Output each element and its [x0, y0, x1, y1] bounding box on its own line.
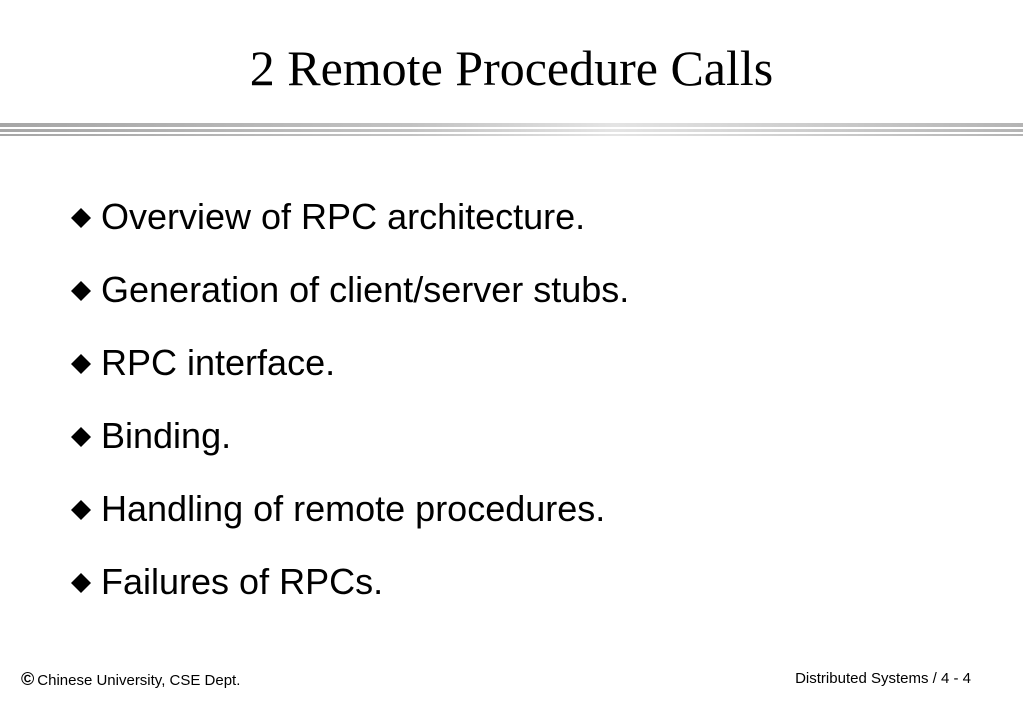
- page-title: 2 Remote Procedure Calls: [249, 40, 774, 96]
- diamond-bullet-icon: [70, 353, 92, 375]
- footer-copyright: ©Chinese University, CSE Dept.: [21, 668, 240, 692]
- list-item: Overview of RPC architecture.: [70, 180, 629, 253]
- diamond-bullet-icon: [70, 207, 92, 229]
- footer-page-info: Distributed Systems / 4 - 4: [795, 670, 971, 687]
- bullet-text: Generation of client/server stubs.: [101, 268, 630, 310]
- title-divider-line: [0, 134, 1023, 136]
- list-item: RPC interface.: [70, 326, 629, 399]
- bullet-text: Binding.: [101, 414, 232, 456]
- list-item: Failures of RPCs.: [70, 545, 629, 618]
- title-divider-line: [0, 129, 1023, 132]
- list-item: Handling of remote procedures.: [70, 472, 629, 545]
- copyright-symbol: ©: [21, 669, 35, 689]
- bullet-text: Handling of remote procedures.: [101, 487, 606, 529]
- bullet-text: Overview of RPC architecture.: [101, 195, 586, 237]
- bullet-text: Failures of RPCs.: [101, 560, 384, 602]
- diamond-bullet-icon: [70, 280, 92, 302]
- diamond-bullet-icon: [70, 426, 92, 448]
- title-divider-line: [0, 123, 1023, 127]
- bullet-list: Overview of RPC architecture. Generation…: [70, 180, 629, 618]
- diamond-bullet-icon: [70, 499, 92, 521]
- diamond-bullet-icon: [70, 572, 92, 594]
- list-item: Generation of client/server stubs.: [70, 253, 629, 326]
- footer-organization: Chinese University, CSE Dept.: [37, 672, 241, 689]
- bullet-text: RPC interface.: [101, 341, 336, 383]
- list-item: Binding.: [70, 399, 629, 472]
